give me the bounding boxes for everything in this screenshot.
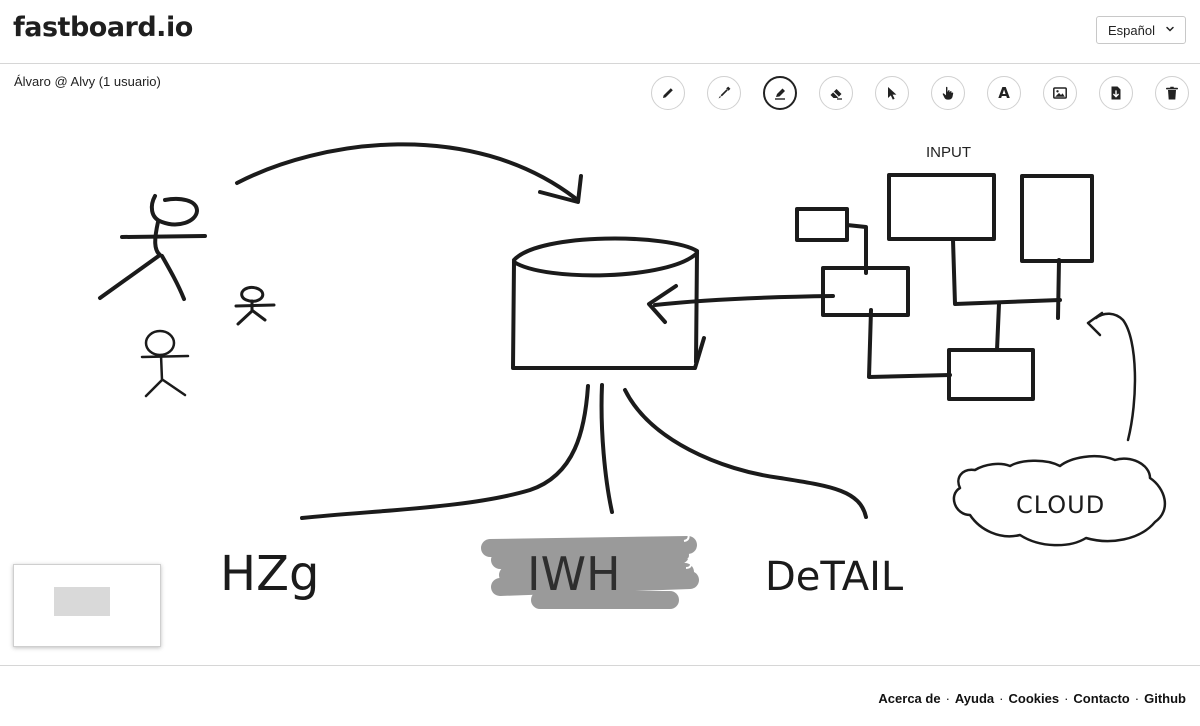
database-cylinder-drawing — [511, 236, 835, 370]
image-icon — [1053, 87, 1067, 99]
footer-separator: · — [1064, 691, 1069, 706]
hand-icon — [942, 86, 954, 100]
footer-links: Acerca de · Ayuda · Cookies · Contacto · Github — [878, 691, 1186, 706]
footer-separator: · — [945, 691, 950, 706]
footer: Acerca de · Ayuda · Cookies · Contacto · Github — [0, 665, 1200, 726]
text-tool-button[interactable]: A — [987, 76, 1021, 110]
language-select[interactable]: Español — [1096, 16, 1186, 44]
delete-tool-button[interactable] — [1155, 76, 1189, 110]
highlighter-icon — [775, 88, 785, 100]
eraser-icon — [830, 89, 842, 100]
download-tool-button[interactable] — [1099, 76, 1133, 110]
footer-link-contact[interactable]: Contacto — [1073, 691, 1130, 706]
image-tool-button[interactable] — [1043, 76, 1077, 110]
trash-icon — [1166, 86, 1178, 100]
footer-separator: · — [1134, 691, 1140, 706]
footer-link-about[interactable]: Acerca de — [878, 691, 941, 706]
session-user-info: Álvaro @ Alvy (1 usuario) — [14, 74, 161, 89]
footer-link-help[interactable]: Ayuda — [954, 691, 995, 706]
hzg-label: HZg — [220, 546, 319, 602]
drawing-canvas[interactable]: INPUT CLOUD HZg IWH DeTAIL — [0, 120, 1200, 665]
chevron-down-icon — [1166, 26, 1174, 32]
detail-label: DeTAIL — [765, 554, 904, 600]
marker-tool-button[interactable] — [707, 76, 741, 110]
branch-lines-drawing — [300, 383, 868, 520]
eraser-tool-button[interactable] — [819, 76, 853, 110]
iwh-label: IWH — [527, 547, 621, 601]
cursor-icon — [888, 87, 897, 100]
footer-separator: · — [999, 691, 1004, 706]
minimap-thumbnail — [54, 587, 110, 616]
highlighter-scribble-edges — [683, 531, 693, 569]
cloud-drawing — [952, 311, 1167, 547]
pan-tool-button[interactable] — [931, 76, 965, 110]
pencil-tool-button[interactable] — [651, 76, 685, 110]
text-icon: A — [998, 84, 1010, 102]
language-select-value: Español — [1108, 22, 1155, 38]
header: fastboard.io Español — [0, 0, 1200, 64]
input-network-drawing — [795, 173, 1094, 401]
logo[interactable]: fastboard.io — [13, 12, 193, 43]
highlighter-tool-button[interactable] — [763, 76, 797, 110]
input-label: INPUT — [926, 144, 971, 161]
canvas-minimap[interactable] — [13, 564, 161, 647]
footer-link-github[interactable]: Github — [1144, 691, 1186, 706]
highlighter-scribble — [481, 536, 699, 609]
select-tool-button[interactable] — [875, 76, 909, 110]
cloud-label: CLOUD — [1016, 491, 1105, 519]
footer-link-cookies[interactable]: Cookies — [1008, 691, 1060, 706]
marker-icon — [718, 86, 731, 99]
stick-figure-drawing — [140, 329, 190, 398]
stick-figure-large-drawing — [98, 194, 207, 301]
stick-figure-small-drawing — [234, 286, 276, 326]
download-icon — [1111, 86, 1121, 100]
curved-arrow-drawing — [235, 142, 583, 204]
pencil-icon — [663, 88, 673, 98]
